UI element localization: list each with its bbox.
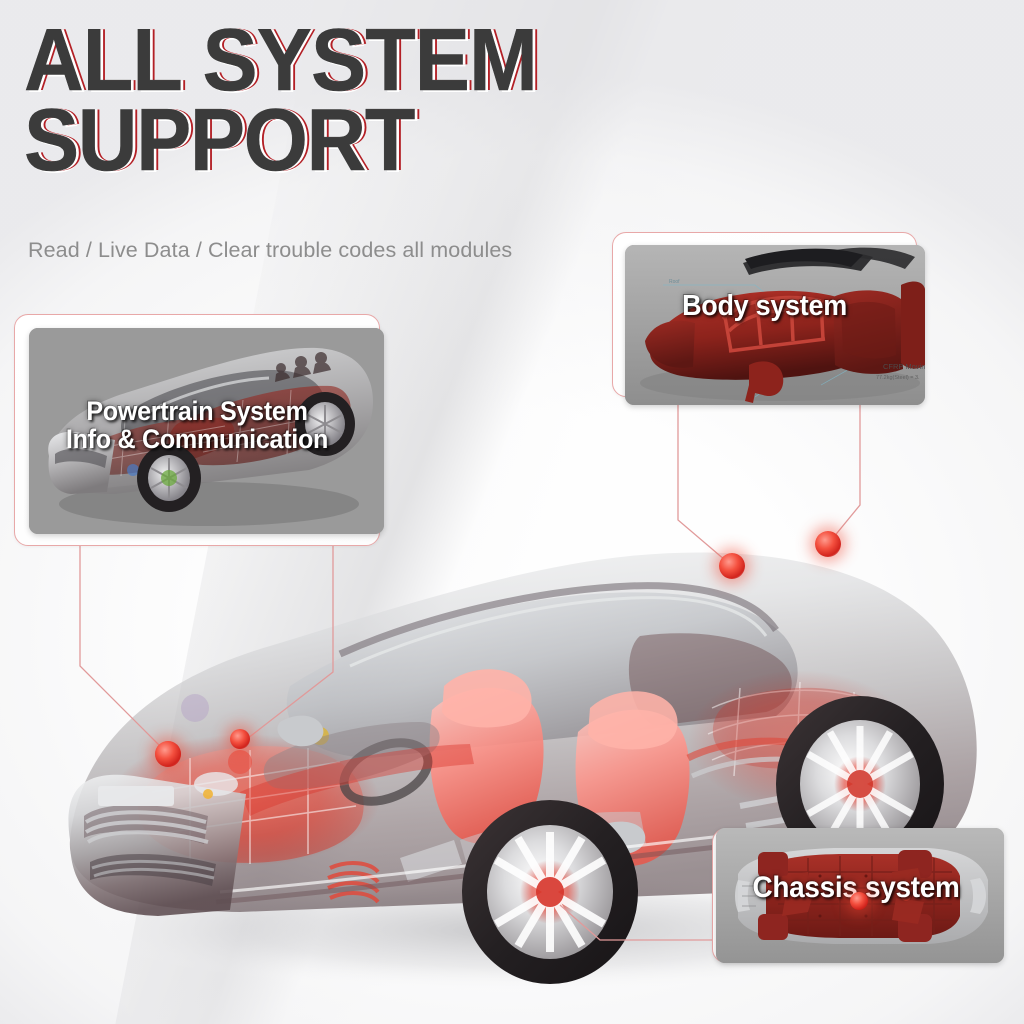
front-coil-spring — [327, 861, 380, 904]
headline-line-1: ALL SYSTEM — [24, 10, 538, 109]
wheel-front-left — [758, 852, 788, 878]
card-label-powertrain: Powertrain System Info & Communication — [27, 398, 367, 453]
turn-signal — [203, 789, 213, 799]
powertrain-cutaway-svg — [29, 328, 384, 534]
feature-card-body[interactable]: Roof — [612, 232, 925, 405]
card-label-powertrain-line2: Info & Communication — [65, 424, 329, 454]
wheel-front — [462, 800, 638, 984]
dash-red-accent — [240, 744, 474, 816]
headlight — [194, 772, 238, 796]
card-label-body: Body system — [682, 290, 847, 322]
headline-line-2: SUPPORT — [24, 95, 513, 183]
body-card-annotation-line2: 77.2kg(Steel) = 3. — [876, 375, 920, 381]
hotspot-front-suspension[interactable] — [230, 729, 250, 749]
card-image-body: Roof — [625, 245, 925, 405]
hotspot-engine-bay[interactable] — [155, 741, 181, 767]
wheel-rear-left — [758, 914, 788, 940]
body-in-white-svg: Roof — [625, 245, 925, 405]
license-plate — [98, 786, 174, 806]
hotspot-rear-left-module[interactable] — [719, 553, 745, 579]
card-image-chassis — [716, 828, 1004, 963]
svg-text:Roof: Roof — [669, 279, 680, 285]
feature-card-powertrain[interactable]: Powertrain System Info & Communication — [14, 314, 384, 546]
card-image-powertrain — [29, 328, 384, 534]
card-label-powertrain-line1: Powertrain System — [86, 396, 308, 426]
headline-block: ALL SYSTEM SUPPORT — [24, 10, 544, 183]
hotspot-front-wheel-brake[interactable] — [850, 892, 868, 910]
chassis-platform-svg — [716, 828, 1004, 963]
roof-line — [338, 582, 779, 658]
seat-driver — [429, 687, 544, 844]
side-sill-highlight — [219, 832, 741, 894]
reservoir — [181, 694, 209, 722]
front-grille — [84, 786, 216, 886]
headline-subtitle: Read / Live Data / Clear trouble codes a… — [28, 238, 513, 262]
dashboard — [263, 722, 440, 790]
headrest-passenger — [588, 691, 678, 750]
feature-card-chassis[interactable]: Chassis system — [712, 828, 1004, 963]
body-card-annotation-line1: CFRP Moving — [883, 362, 925, 371]
headrest-driver — [442, 669, 532, 728]
hotspot-rear-right-module[interactable] — [815, 531, 841, 557]
